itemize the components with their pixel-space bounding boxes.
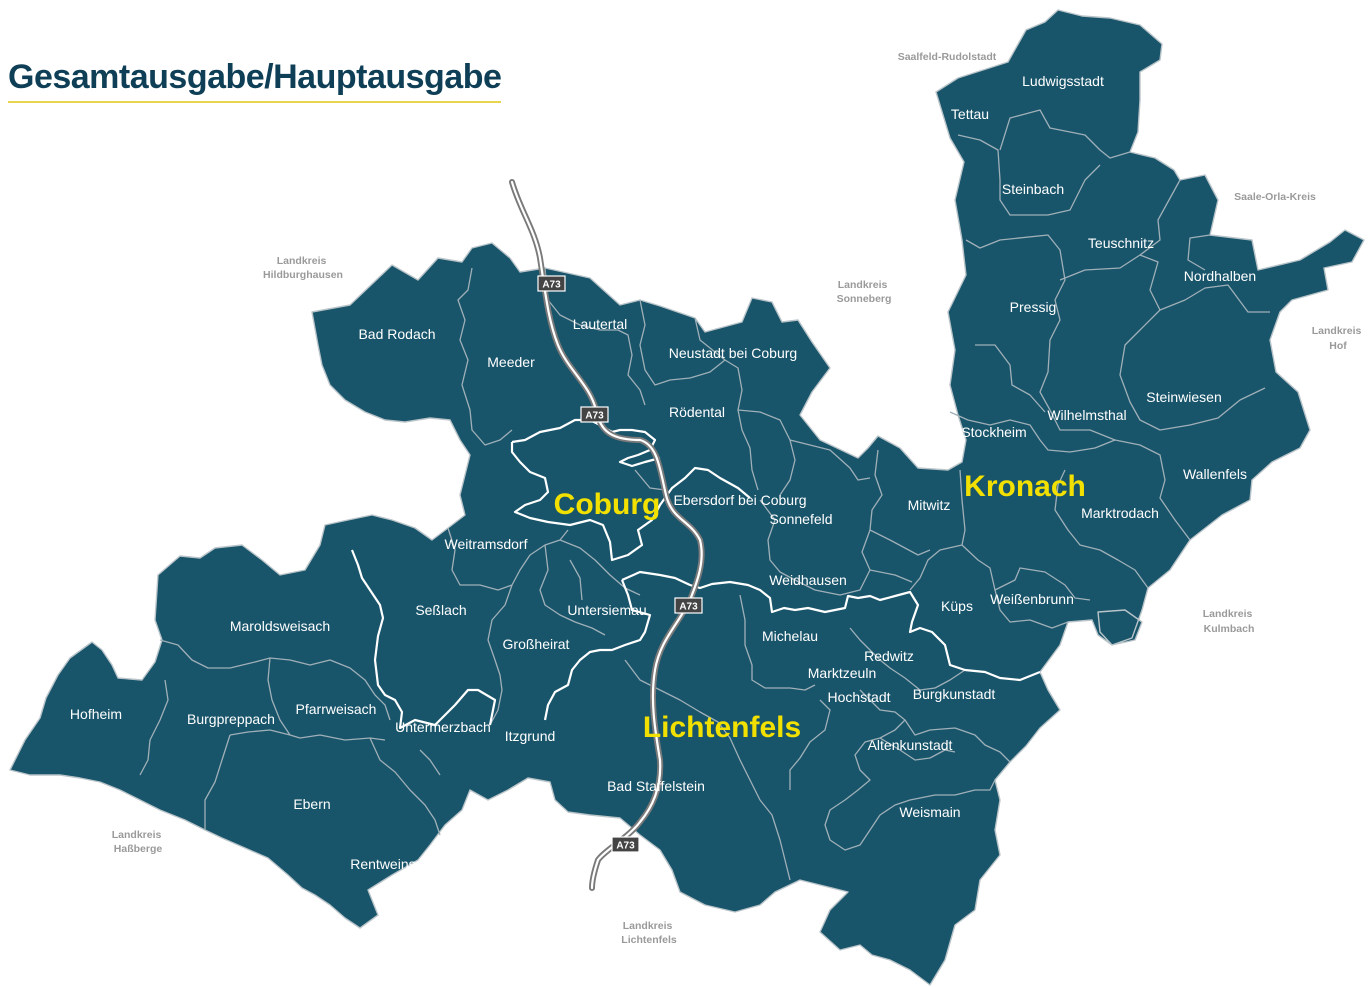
municipality-label: Rödental: [669, 404, 725, 420]
neighbor-label-line: Landkreis: [838, 279, 888, 291]
municipality-label: Rentweinsdorf: [350, 856, 440, 872]
municipality-label: Pressig: [1010, 299, 1057, 315]
neighbor-label-line: Landkreis: [1203, 608, 1253, 620]
neighbor-label-line: Saale-Orla-Kreis: [1234, 191, 1316, 203]
neighbor-label-line: Landkreis: [1312, 325, 1362, 337]
municipality-label: Weidhausen: [769, 572, 847, 588]
district-label-coburg: Coburg: [554, 488, 661, 521]
district-label-kronach: Kronach: [964, 470, 1086, 503]
a73-shield-label: A73: [679, 602, 698, 613]
municipality-label: Sonnefeld: [769, 511, 832, 527]
municipality-label: Untersiemau: [567, 602, 646, 618]
page-title: Gesamtausgabe/Hauptausgabe: [8, 58, 502, 103]
municipality-label: Marktrodach: [1081, 505, 1159, 521]
municipality-label: Ebersdorf bei Coburg: [673, 492, 806, 508]
district-label-lichtenfels: Lichtenfels: [643, 711, 801, 744]
municipality-label: Nordhalben: [1184, 268, 1256, 284]
municipality-label: Bad Rodach: [358, 326, 435, 342]
neighbor-label-kulmbach: Landkreis Kulmbach: [1203, 608, 1256, 635]
municipality-label: Lautertal: [573, 316, 627, 332]
neighbor-label-line: Hildburghausen: [263, 269, 343, 281]
municipality-label: Weitramsdorf: [445, 536, 528, 552]
municipality-label: Mitwitz: [908, 497, 951, 513]
a73-shield-label: A73: [542, 280, 561, 291]
neighbor-label-line: Landkreis: [112, 829, 162, 841]
neighbor-label-line: Hof: [1329, 340, 1347, 352]
municipality-label: Pfarrweisach: [296, 701, 377, 717]
neighbor-label-line: Sonneberg: [837, 293, 892, 305]
municipality-label: Stockheim: [961, 424, 1026, 440]
municipality-label: Teuschnitz: [1088, 235, 1154, 251]
municipality-label: Michelau: [762, 628, 818, 644]
a73-shield-4: A73: [611, 836, 640, 853]
a73-shield-3: A73: [674, 597, 703, 614]
municipality-label: Redwitz: [864, 648, 914, 664]
municipality-label: Burgpreppach: [187, 711, 275, 727]
neighbor-label-line: Haßberge: [114, 843, 163, 855]
neighbor-label-hassberge: Landkreis Haßberge: [112, 829, 165, 855]
a73-shield-label: A73: [585, 411, 604, 422]
municipality-label: Marktzeuln: [808, 665, 876, 681]
municipality-label: Ebern: [293, 796, 330, 812]
municipality-labels: Ludwigsstadt Tettau Steinbach Teuschnitz…: [70, 73, 1256, 872]
neighbor-label-line: Landkreis: [277, 255, 327, 267]
municipality-label: Steinwiesen: [1146, 389, 1222, 405]
municipality-borders: [139, 109, 1270, 881]
neighbor-label-saalfeld-rudolstadt: Saalfeld-Rudolstadt: [898, 51, 997, 63]
coverage-area[interactable]: [9, 9, 1365, 986]
neighbor-label-saale-orla-kreis: Saale-Orla-Kreis: [1234, 191, 1316, 203]
municipality-label: Meeder: [487, 354, 535, 370]
municipality-label: Steinbach: [1002, 181, 1064, 197]
neighbor-label-sonneberg: Landkreis Sonneberg: [837, 279, 892, 305]
municipality-label: Wilhelmsthal: [1047, 407, 1126, 423]
neighbor-label-hof: Landkreis Hof: [1312, 325, 1365, 352]
municipality-label: Itzgrund: [505, 728, 556, 744]
municipality-label: Altenkunstadt: [868, 737, 953, 753]
municipality-label: Neustadt bei Coburg: [669, 345, 797, 361]
municipality-label: Bad Staffelstein: [607, 778, 705, 794]
neighbor-label-line: Saalfeld-Rudolstadt: [898, 51, 997, 63]
neighbor-label-lichtenfels: Landkreis Lichtenfels: [621, 920, 677, 946]
neighbor-labels: Landkreis Hildburghausen Landkreis Sonne…: [112, 51, 1365, 946]
municipality-label: Wallenfels: [1183, 466, 1247, 482]
neighbor-label-line: Kulmbach: [1204, 623, 1255, 635]
municipality-label: Küps: [941, 598, 973, 614]
neighbor-label-line: Lichtenfels: [621, 934, 677, 946]
municipality-label: Großheirat: [503, 636, 570, 652]
municipality-label: Untermerzbach: [395, 719, 491, 735]
neighbor-label-hildburghausen: Landkreis Hildburghausen: [263, 255, 343, 281]
district-borders: [350, 418, 1041, 730]
municipality-label: Maroldsweisach: [230, 618, 330, 634]
district-labels: Coburg Kronach Lichtenfels: [554, 470, 1086, 744]
municipality-label: Tettau: [951, 106, 989, 122]
municipality-label: Seßlach: [415, 602, 466, 618]
a73-shield-2: A73: [580, 406, 609, 423]
municipality-label: Ludwigsstadt: [1022, 73, 1104, 89]
a73-motorway: [509, 179, 705, 891]
municipality-label: Weißenbrunn: [990, 591, 1074, 607]
municipality-label: Hochstadt: [827, 689, 890, 705]
municipality-label: Weismain: [899, 804, 960, 820]
a73-shield-label: A73: [616, 841, 635, 852]
municipality-label: Burgkunstadt: [913, 686, 996, 702]
neighbor-label-line: Landkreis: [623, 920, 673, 932]
municipality-label: Hofheim: [70, 706, 122, 722]
a73-shield-1: A73: [537, 275, 566, 292]
